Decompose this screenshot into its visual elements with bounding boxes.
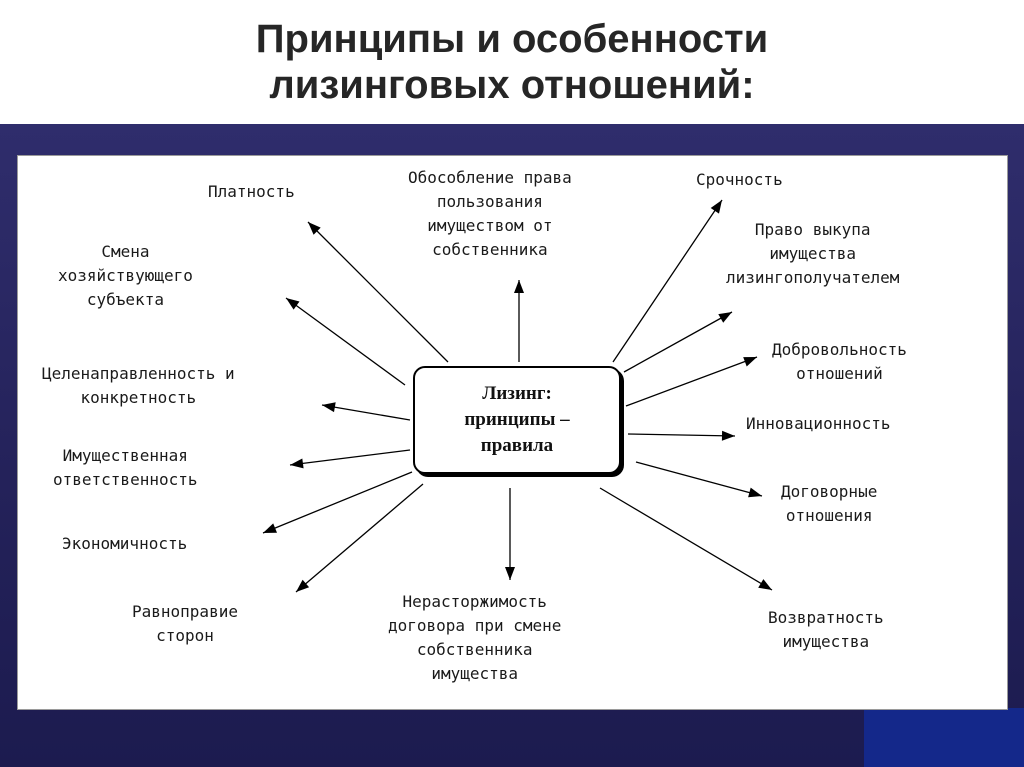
node-line: Договорные bbox=[781, 482, 878, 501]
node-line: имущества bbox=[431, 664, 519, 683]
arrow-smena bbox=[285, 297, 406, 386]
node-line: Платность bbox=[208, 182, 295, 201]
node-smena: Смена хозяйствующего субъекта bbox=[58, 240, 193, 312]
node-line: Возвратность bbox=[768, 608, 884, 627]
node-line: имущества bbox=[769, 244, 857, 263]
node-line: Экономичность bbox=[62, 534, 188, 553]
node-line: Смена bbox=[101, 242, 150, 261]
node-line: Срочность bbox=[696, 170, 783, 189]
arrow-platnost bbox=[307, 221, 449, 363]
node-line: Нерасторжимость bbox=[402, 592, 547, 611]
center-line: Лизинг: bbox=[482, 383, 552, 404]
node-line: Инновационность bbox=[746, 414, 891, 433]
arrow-dobrovolnost bbox=[625, 356, 758, 407]
center-line: правила bbox=[480, 435, 554, 456]
node-line: Право выкупа bbox=[754, 220, 871, 239]
node-dogovornye: Договорные отношения bbox=[781, 480, 877, 528]
node-vozvratnost: Возвратность имущества bbox=[768, 606, 884, 654]
node-platnost: Платность bbox=[208, 180, 295, 204]
node-line: сторон bbox=[156, 626, 214, 645]
node-line: отношений bbox=[796, 364, 883, 383]
node-dobrovolnost: Добровольность отношений bbox=[772, 338, 907, 386]
node-ekonomichnost: Экономичность bbox=[62, 532, 187, 556]
node-line: конкретность bbox=[80, 388, 197, 407]
arrow-srochnost bbox=[612, 199, 723, 363]
node-nerastorzhimost: Нерасторжимость договора при смене собст… bbox=[388, 590, 561, 686]
node-line: хозяйствующего bbox=[58, 266, 193, 285]
arrow-ekonomichnost bbox=[262, 471, 413, 534]
center-line: принципы – bbox=[464, 409, 570, 430]
node-ravnopravie: Равноправие сторон bbox=[132, 600, 238, 648]
center-node: Лизинг: принципы – правила bbox=[413, 366, 621, 474]
node-line: Имущественная bbox=[62, 446, 188, 465]
node-line: Целенаправленность и bbox=[42, 364, 235, 383]
node-line: собственника bbox=[416, 640, 533, 659]
node-srochnost: Срочность bbox=[696, 168, 783, 192]
node-line: Добровольность bbox=[772, 340, 907, 359]
node-line: имуществом от bbox=[427, 216, 553, 235]
node-pravo-vykupa: Право выкупа имущества лизингополучателе… bbox=[726, 218, 899, 290]
arrow-nerastorzhimost bbox=[505, 488, 515, 580]
arrow-ravnopravie bbox=[295, 483, 424, 593]
corner-accent-block bbox=[864, 708, 1024, 767]
arrow-innovacionnost bbox=[627, 430, 736, 441]
center-node-label: Лизинг: принципы – правила bbox=[464, 381, 569, 459]
node-imushchestvennaya: Имущественная ответственность bbox=[53, 444, 198, 492]
node-innovacionnost: Инновационность bbox=[746, 412, 891, 436]
arrow-celenapravlennost bbox=[321, 402, 411, 421]
arrow-dogovornye bbox=[635, 461, 763, 498]
node-line: лизингополучателем bbox=[726, 268, 900, 287]
node-line: Равноправие bbox=[132, 602, 238, 621]
node-line: пользования bbox=[436, 192, 543, 211]
arrow-imushchestvennaya bbox=[289, 449, 411, 469]
slide-title-line-2: лизинговых отношений: bbox=[269, 63, 755, 107]
node-celenapravlennost: Целенаправленность и конкретность bbox=[42, 362, 235, 410]
node-line: Обособление права bbox=[408, 168, 572, 187]
node-line: собственника bbox=[432, 240, 548, 259]
arrow-obosoblenie bbox=[514, 280, 524, 362]
node-line: отношения bbox=[785, 506, 873, 525]
slide-title: Принципы и особенности лизинговых отноше… bbox=[256, 16, 768, 108]
arrow-vozvratnost bbox=[599, 487, 773, 591]
node-line: субъекта bbox=[86, 290, 164, 309]
node-obosoblenie: Обособление права пользования имуществом… bbox=[408, 166, 572, 262]
node-line: имущества bbox=[782, 632, 870, 651]
slide-title-line-1: Принципы и особенности bbox=[255, 17, 769, 61]
node-line: ответственность bbox=[53, 470, 198, 489]
node-line: договора при смене bbox=[388, 616, 562, 635]
arrow-pravo-vykupa bbox=[623, 311, 733, 373]
title-bar: Принципы и особенности лизинговых отноше… bbox=[0, 0, 1024, 124]
